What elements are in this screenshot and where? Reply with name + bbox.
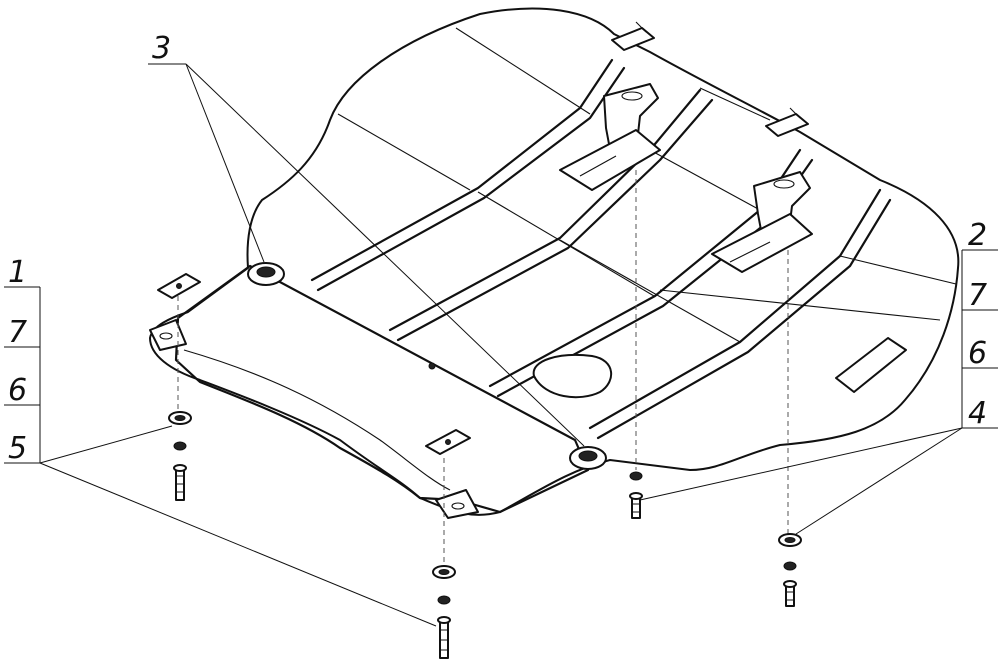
grommet-left <box>247 262 285 286</box>
rear-tab-left <box>611 21 655 51</box>
mounting-bracket-right <box>711 171 813 273</box>
fastener-stack-a <box>168 411 192 501</box>
callout-2: 2 <box>968 218 987 253</box>
callout-1: 1 <box>8 255 27 290</box>
skid-plate-outline <box>149 7 960 516</box>
fastener-stack-c <box>629 471 643 519</box>
vent-slot <box>835 337 907 393</box>
callout-4: 4 <box>968 396 987 431</box>
mounting-bracket-left <box>559 83 661 191</box>
clamp-plate-left <box>157 273 201 299</box>
rear-tab-right <box>765 107 809 137</box>
front-flange <box>174 264 590 514</box>
fastener-stack-d <box>778 533 802 607</box>
callout-6-left: 6 <box>8 373 27 408</box>
grommet-right <box>569 446 607 470</box>
callout-6-right: 6 <box>968 336 987 371</box>
skid-plate <box>149 7 960 516</box>
callout-3: 3 <box>152 31 171 66</box>
callout-5: 5 <box>8 431 27 466</box>
callout-7-right: 7 <box>968 278 987 313</box>
fastener-stack-b <box>432 565 456 659</box>
clamp-plate-center <box>425 429 471 455</box>
callout-7-left: 7 <box>8 315 27 350</box>
drain-opening <box>532 354 613 399</box>
